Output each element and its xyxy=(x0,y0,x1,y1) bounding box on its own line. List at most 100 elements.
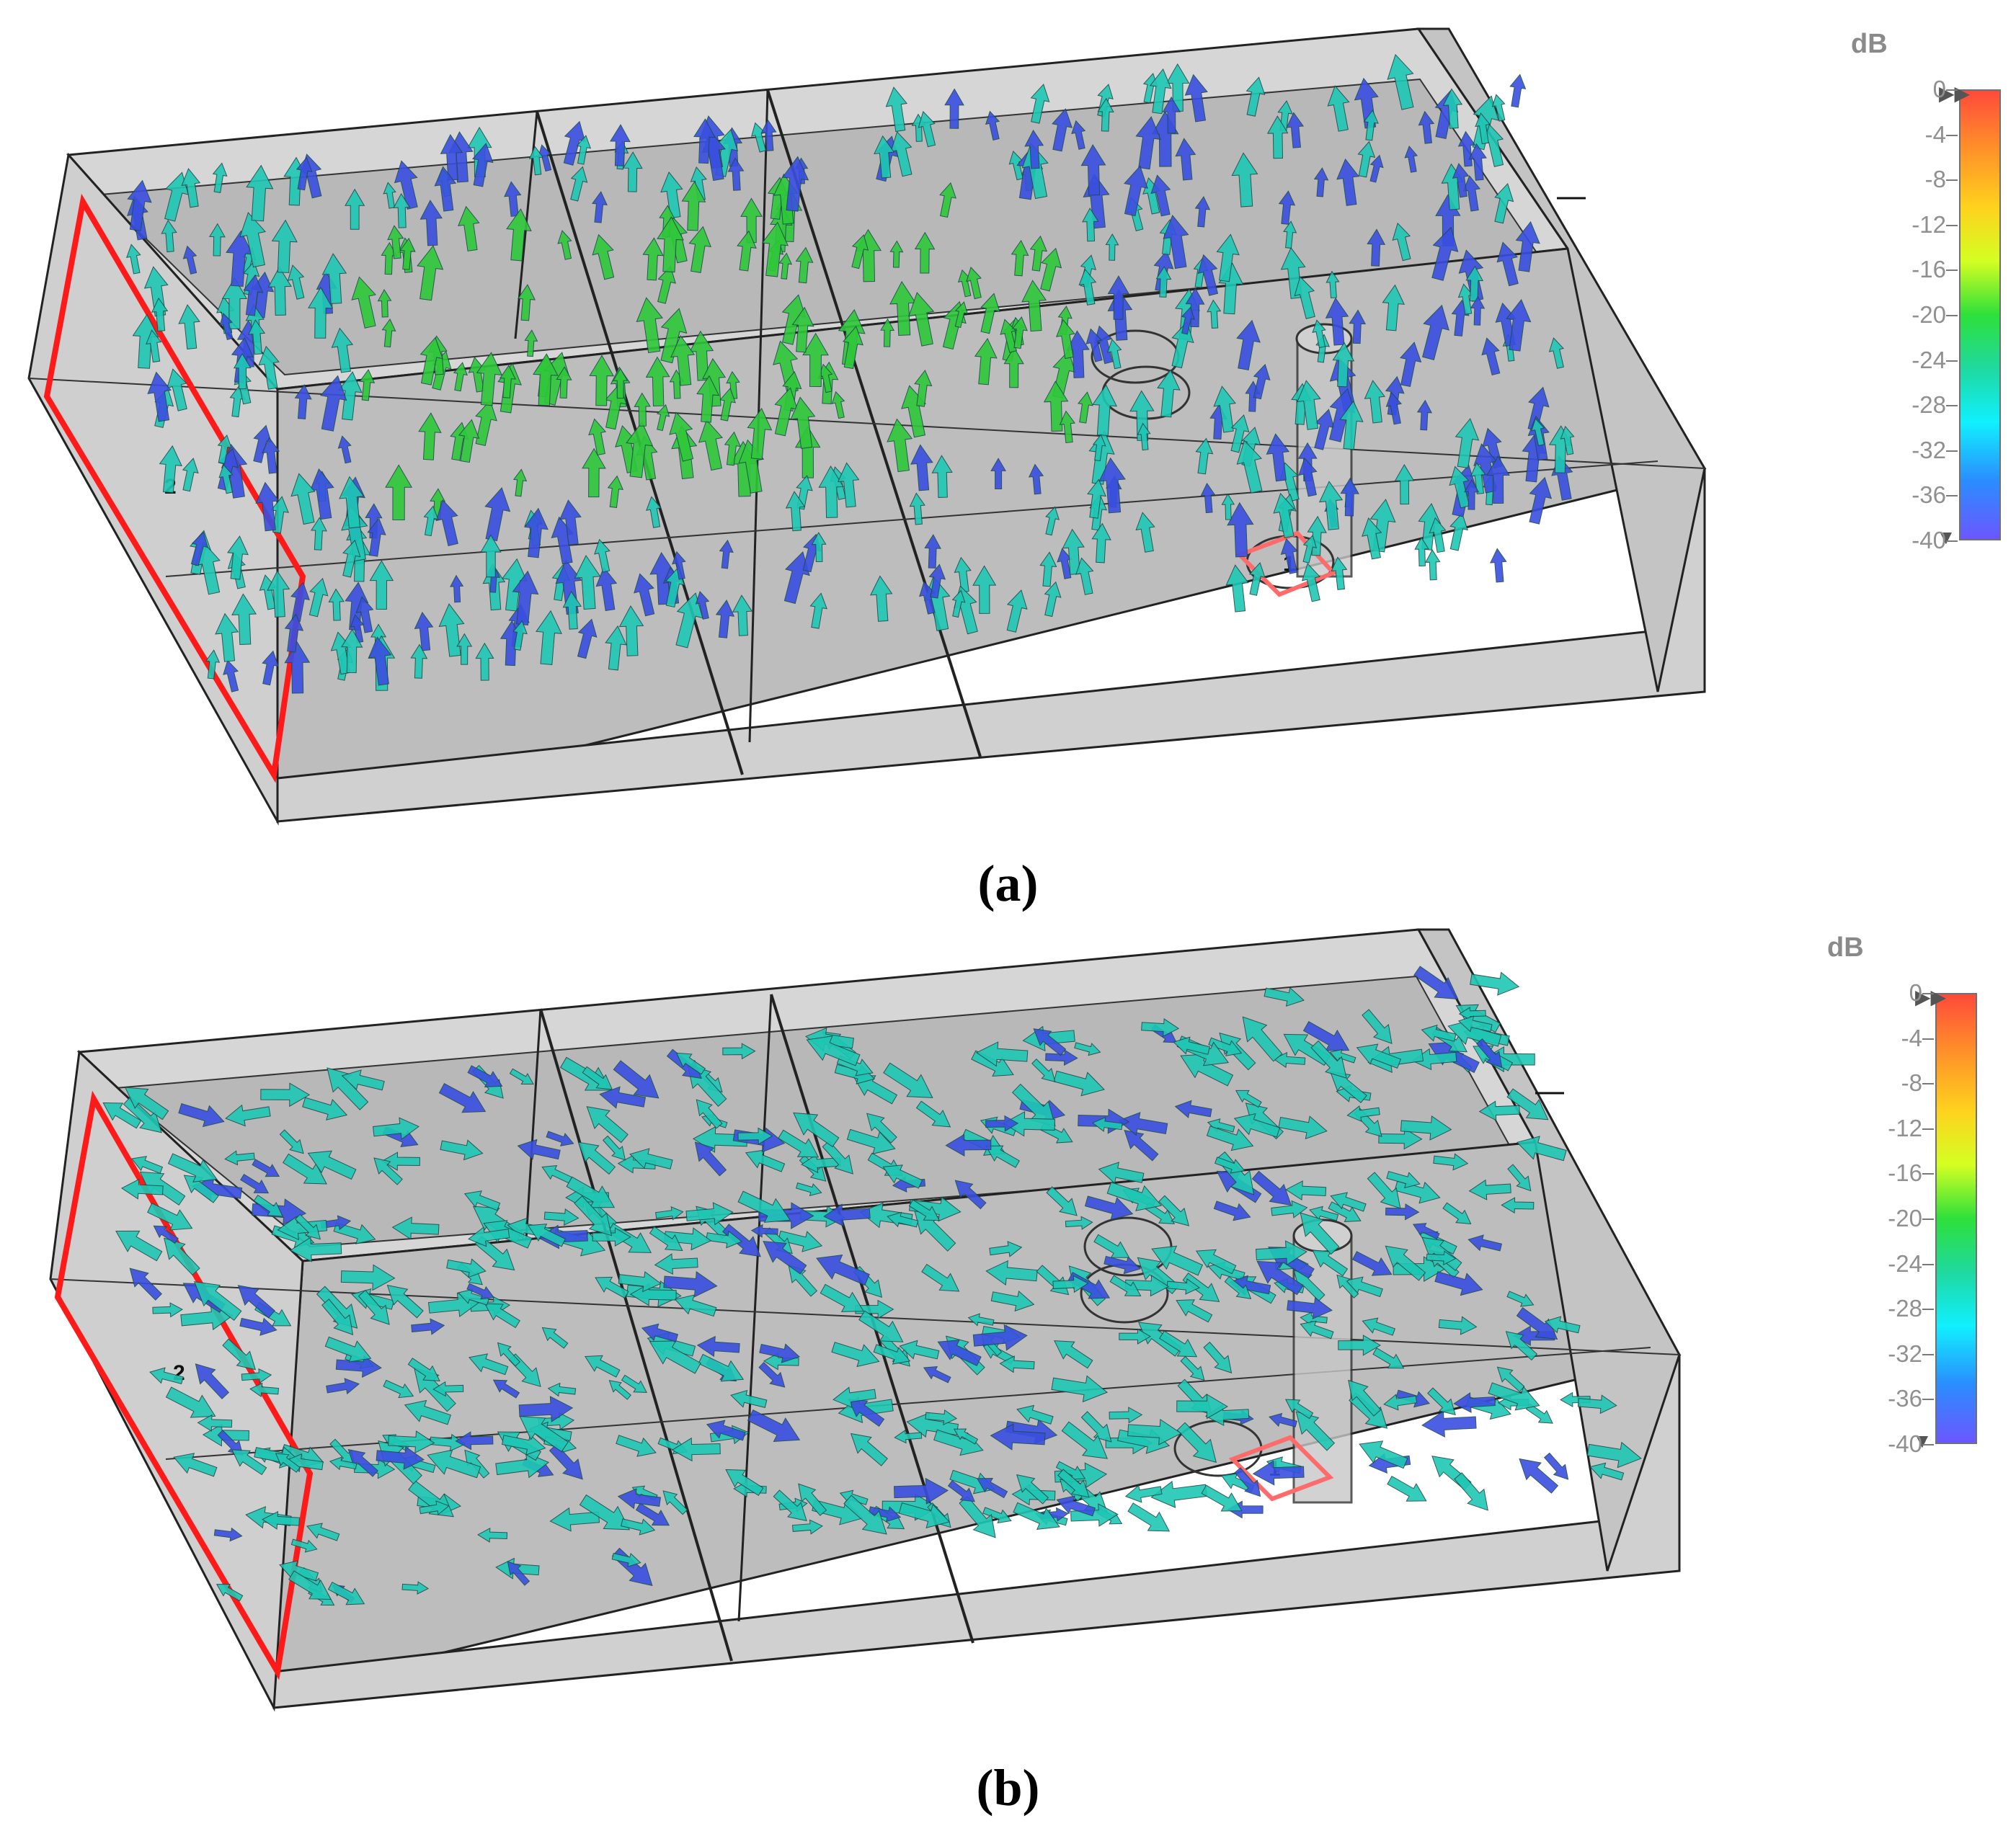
field-vector-arrow xyxy=(147,1203,193,1231)
field-vector-arrow xyxy=(161,219,177,253)
field-vector-arrow xyxy=(1155,266,1172,298)
field-vector-arrow xyxy=(889,240,904,268)
field-vector-arrow xyxy=(1449,512,1468,551)
field-vector-arrow xyxy=(1387,1476,1427,1502)
field-vector-arrow xyxy=(747,407,773,460)
field-vector-arrow xyxy=(284,641,311,694)
field-vector-arrow xyxy=(455,1431,494,1451)
field-vector-arrow xyxy=(788,1265,818,1297)
field-vector-arrow xyxy=(115,1230,163,1262)
field-vector-arrow xyxy=(1452,163,1470,198)
field-vector-arrow xyxy=(418,412,442,460)
field-vector-arrow xyxy=(1195,437,1214,475)
field-vector-arrow xyxy=(1030,84,1050,124)
field-vector-arrow xyxy=(1201,1484,1243,1512)
field-vector-arrow xyxy=(577,1141,616,1175)
field-vector-arrow xyxy=(1383,1394,1418,1411)
field-vector-arrow xyxy=(944,88,964,129)
field-vector-arrow xyxy=(999,1355,1035,1373)
field-vector-arrow xyxy=(320,375,347,432)
port-1-outline xyxy=(1228,1435,1334,1502)
field-vector-arrow xyxy=(747,1409,801,1443)
field-vector-arrow xyxy=(252,1159,280,1177)
field-vector-arrow xyxy=(976,1478,1008,1499)
field-vector-arrow xyxy=(660,171,683,219)
field-vector-arrow xyxy=(1386,1170,1421,1189)
field-vector-arrow xyxy=(724,431,742,466)
field-vector-arrow xyxy=(212,162,228,193)
colorbar-tick-mark xyxy=(1922,1263,1934,1265)
field-vector-arrow xyxy=(1075,557,1094,595)
field-vector-arrow xyxy=(1285,1180,1327,1201)
field-vector-arrow xyxy=(966,267,982,300)
field-vector-arrow xyxy=(850,1433,888,1466)
field-vector-arrow xyxy=(1127,1418,1182,1445)
field-vector-arrow xyxy=(694,1141,727,1177)
field-vector-arrow xyxy=(1043,380,1069,432)
field-vector-arrow xyxy=(1248,562,1266,596)
colorbar-max-arrow-icon: ▶▶ xyxy=(1939,82,1971,104)
field-vector-arrow xyxy=(1382,284,1405,331)
colorbar-tick-mark xyxy=(1922,1083,1934,1085)
field-vector-arrow xyxy=(925,1409,958,1425)
field-vector-arrow xyxy=(773,1489,807,1522)
colorbar-tick-label: -36 xyxy=(1911,481,1946,509)
field-vector-arrow xyxy=(947,1480,975,1502)
field-vector-arrow xyxy=(635,1502,670,1526)
field-vector-arrow xyxy=(126,244,141,275)
field-vector-arrow xyxy=(967,1313,995,1327)
colorbar-gradient xyxy=(1959,89,2001,540)
field-vector-arrow xyxy=(795,246,814,284)
field-vector-arrow xyxy=(1356,1043,1402,1069)
field-vector-arrow xyxy=(1457,1015,1493,1033)
field-vector-arrow xyxy=(1283,220,1297,249)
field-vector-arrow xyxy=(434,166,457,212)
colorbar-tick-mark xyxy=(1922,1128,1934,1130)
field-vector-arrow xyxy=(1013,1502,1060,1531)
colorbar-tick-label: -8 xyxy=(1924,166,1946,193)
field-vector-arrow xyxy=(698,419,724,471)
field-vector-arrow xyxy=(1501,1197,1535,1214)
colorbar-tick-mark xyxy=(1946,450,1958,452)
field-vector-arrow xyxy=(791,306,814,353)
colorbar-tick-label: 0 xyxy=(1909,979,1922,1006)
field-vector-arrow xyxy=(1159,1330,1198,1358)
field-vector-arrow xyxy=(458,419,480,463)
field-vector-arrow xyxy=(205,649,221,680)
field-vector-arrow xyxy=(373,1117,419,1140)
colorbar-tick-mark xyxy=(1946,269,1958,272)
field-vector-arrow xyxy=(1412,1223,1440,1240)
field-vector-arrow xyxy=(798,1483,827,1516)
field-vector-arrow xyxy=(1349,309,1367,344)
field-vector-arrow xyxy=(706,1230,743,1249)
field-vector-arrow xyxy=(1325,297,1349,346)
field-vector-arrow xyxy=(1182,1273,1220,1302)
field-vector-arrow xyxy=(1233,1113,1281,1138)
field-vector-arrow xyxy=(419,1500,450,1515)
port-1-outline xyxy=(1235,530,1338,597)
field-vector-arrow xyxy=(584,1355,621,1378)
field-vector-arrow xyxy=(945,1133,992,1157)
field-vector-arrow xyxy=(1486,455,1510,504)
field-vector-arrow xyxy=(326,1378,360,1395)
field-vector-arrow xyxy=(570,166,588,202)
field-vector-arrow xyxy=(634,392,651,427)
field-vector-arrow xyxy=(1166,1278,1201,1295)
field-vector-arrow xyxy=(611,1552,641,1567)
field-vector-arrow xyxy=(193,1281,242,1322)
field-vector-arrow xyxy=(1091,522,1111,563)
field-vector-arrow xyxy=(549,1443,583,1480)
field-vector-arrow xyxy=(383,1379,414,1399)
colorbar-tick-mark xyxy=(1922,993,1934,994)
field-vector-arrow xyxy=(1039,551,1057,587)
field-vector-arrow xyxy=(306,1523,340,1541)
waveguide-field-plot-a: 2 1 xyxy=(27,27,1707,826)
field-vector-arrow xyxy=(990,1423,1046,1451)
field-vector-arrow xyxy=(509,1068,534,1085)
field-vector-arrow xyxy=(419,337,443,386)
field-vector-arrow xyxy=(369,560,394,610)
field-vector-arrow xyxy=(592,233,615,280)
field-vector-arrow xyxy=(1468,1179,1511,1200)
field-vector-arrow xyxy=(1346,1105,1380,1122)
field-vector-arrow xyxy=(811,532,827,563)
